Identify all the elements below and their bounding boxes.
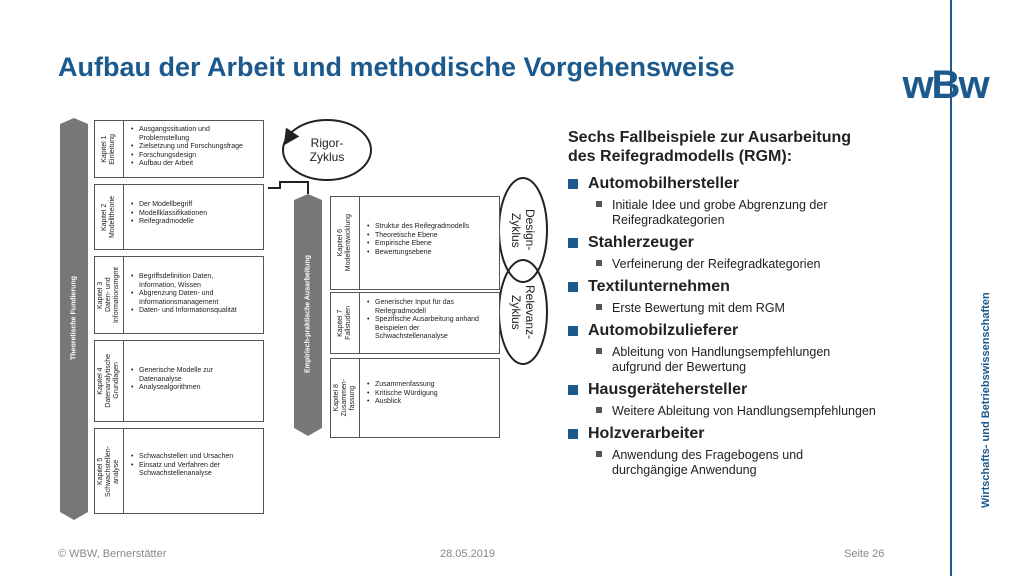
item-subtext: Erste Bewertung mit dem RGM — [612, 301, 785, 315]
chapter-item: Modellklassifikationen — [131, 210, 259, 219]
chapter-item: Theoretische Ebene — [367, 232, 495, 241]
chapter-box-1: Kapitel 1 Einleitung Ausgangssituation u… — [94, 120, 264, 178]
chapter-item: Reifegradmodelle — [131, 218, 259, 227]
wbw-logo: wBw — [901, 63, 992, 107]
square-bullet-icon — [568, 326, 578, 336]
chapter-item: Schwachstellen und Ursachen — [131, 453, 259, 462]
chapter-item: Ausgangssituation und Problemstellung — [131, 126, 259, 143]
chapter-item: Einsatz und Verfahren der Schwachstellen… — [131, 462, 259, 479]
item-label: Stahlerzeuger — [588, 234, 694, 251]
list-item: Automobilzulieferer Ableitung von Handlu… — [568, 321, 948, 375]
chapter-label: Kapitel 4 Datenanalytische Grundlagen — [97, 354, 120, 408]
structure-diagram: Theoretische Fundierung Empirisch-prakti… — [0, 0, 560, 576]
chapter-label: Kapitel 3 Daten- und Informationsmgmt — [97, 266, 120, 324]
chapter-box-4: Kapitel 4 Datenanalytische Grundlagen Ge… — [94, 340, 264, 422]
page-title: Aufbau der Arbeit und methodische Vorgeh… — [58, 52, 735, 82]
rigor-cycle-label: Rigor- Zyklus — [309, 136, 345, 164]
chapter-label: Kapitel 2 Modelltheorie — [101, 195, 116, 239]
list-item: Automobilhersteller Initiale Idee und gr… — [568, 174, 948, 228]
small-square-bullet-icon — [596, 260, 602, 266]
chapter-item: Generischer Input für das Reifegradmodel… — [367, 299, 495, 316]
item-subtext: Initiale Idee und grobe Abgrenzung der R… — [612, 198, 828, 227]
chapter-item: Zusammenfassung — [367, 381, 495, 390]
chapter-item: Aufbau der Arbeit — [131, 160, 259, 169]
chapter-label: Kapitel 1 Einleitung — [101, 133, 116, 165]
case-study-list: Sechs Fallbeispiele zur Ausarbeitung des… — [568, 128, 948, 483]
relevanz-cycle-label: Relevanz- Zyklus — [509, 284, 537, 340]
item-label: Automobilhersteller — [588, 175, 740, 192]
small-square-bullet-icon — [596, 201, 602, 207]
list-item: Textilunternehmen Erste Bewertung mit de… — [568, 277, 948, 316]
item-subtext: Weitere Ableitung von Handlungsempfehlun… — [612, 404, 876, 418]
square-bullet-icon — [568, 179, 578, 189]
chapter-item: Bewertungsebene — [367, 249, 495, 258]
chapter-item: Ausblick — [367, 398, 495, 407]
square-bullet-icon — [568, 282, 578, 292]
right-bar-label: Empirisch-praktische Ausarbeitung — [304, 255, 312, 373]
small-square-bullet-icon — [596, 451, 602, 457]
rigor-arrow — [283, 127, 300, 146]
logo-text: wBw — [901, 63, 990, 107]
item-subtext: Verfeinerung der Reifegradkategorien — [612, 257, 821, 271]
item-label: Automobilzulieferer — [588, 322, 739, 339]
chapter-label: Kapitel 8 Zusammen- fassung — [333, 379, 356, 417]
list-item: Stahlerzeuger Verfeinerung der Reifegrad… — [568, 233, 948, 272]
right-bar-shape — [294, 194, 322, 436]
rigor-cycle-shape — [282, 119, 372, 181]
footer-copyright: © WBW, Bernerstätter — [58, 548, 167, 560]
sidebar-label: Wirtschafts- und Betriebswissenschaften — [980, 292, 992, 508]
diagram-graphics — [60, 118, 548, 520]
chapter-label: Kapitel 7 Fallstudien — [337, 306, 352, 340]
footer-page-number: Seite 26 — [844, 548, 885, 560]
chapter-item: Empirische Ebene — [367, 240, 495, 249]
item-subtext: Anwendung des Fragebogens und durchgängi… — [612, 448, 804, 477]
square-bullet-icon — [568, 238, 578, 248]
chapter-box-3: Kapitel 3 Daten- und Informationsmgmt Be… — [94, 256, 264, 334]
connector-line — [268, 181, 309, 194]
chapter-item: Spezifische Ausarbeitung anhand Beispiel… — [367, 316, 495, 342]
chapter-item: Daten- und Informationsqualität — [131, 307, 259, 316]
chapter-item: Begriffsdefinition Daten, Information, W… — [131, 273, 259, 290]
list-item: Holzverarbeiter Anwendung des Fragebogen… — [568, 424, 948, 478]
chapter-label: Kapitel 5 Schwachstellen- analyse — [97, 445, 120, 497]
chapter-box-6: Kapitel 6 Modellentwicklung Struktur des… — [330, 196, 500, 290]
list-item: Hausgerätehersteller Weitere Ableitung v… — [568, 380, 948, 419]
item-label: Hausgerätehersteller — [588, 381, 748, 398]
left-bar-shape — [60, 118, 88, 520]
small-square-bullet-icon — [596, 407, 602, 413]
footer-date: 28.05.2019 — [440, 548, 496, 560]
vertical-divider — [950, 0, 952, 576]
chapter-label: Kapitel 6 Modellentwicklung — [337, 214, 352, 272]
item-subtext: Ableitung von Handlungsempfehlungen aufg… — [612, 345, 831, 374]
square-bullet-icon — [568, 429, 578, 439]
chapter-box-8: Kapitel 8 Zusammen- fassung Zusammenfass… — [330, 358, 500, 438]
chapter-item: Forschungsdesign — [131, 152, 259, 161]
left-bar-label: Theoretische Fundierung — [70, 276, 78, 361]
small-square-bullet-icon — [596, 304, 602, 310]
chapter-item: Generische Modelle zur Datenanalyse — [131, 367, 259, 384]
chapter-item: Kritische Würdigung — [367, 390, 495, 399]
item-label: Textilunternehmen — [588, 278, 730, 295]
chapter-box-2: Kapitel 2 Modelltheorie Der Modellbegrif… — [94, 184, 264, 250]
square-bullet-icon — [568, 385, 578, 395]
content-heading: Sechs Fallbeispiele zur Ausarbeitung des… — [568, 129, 852, 165]
design-cycle-label: Design- Zyklus — [509, 209, 537, 251]
item-label: Holzverarbeiter — [588, 425, 705, 442]
chapter-box-5: Kapitel 5 Schwachstellen- analyse Schwac… — [94, 428, 264, 514]
small-square-bullet-icon — [596, 348, 602, 354]
chapter-item: Analysealgorithmen — [131, 384, 259, 393]
chapter-item: Abgrenzung Daten- und Informationsmanage… — [131, 290, 259, 307]
chapter-item: Der Modellbegriff — [131, 201, 259, 210]
chapter-box-7: Kapitel 7 Fallstudien Generischer Input … — [330, 292, 500, 354]
chapter-item: Zielsetzung und Forschungsfrage — [131, 143, 259, 152]
chapter-item: Struktur des Reifegradmodells — [367, 223, 495, 232]
